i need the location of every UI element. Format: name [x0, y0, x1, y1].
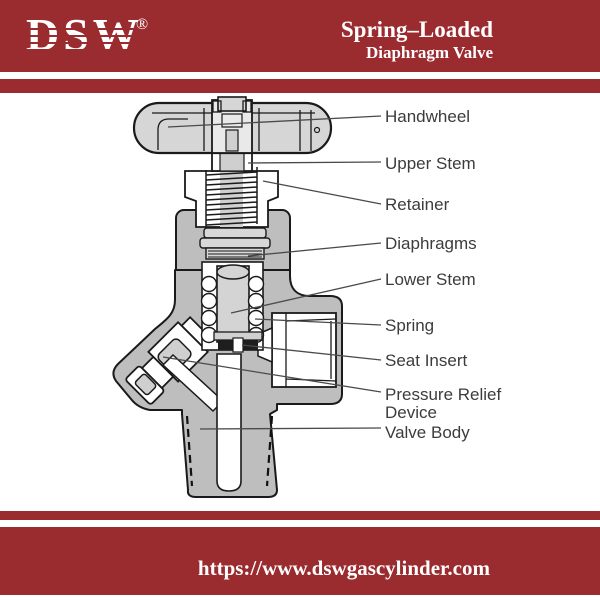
- inlet-thread-dashes: [185, 415, 274, 487]
- handwheel-drawing: [132, 96, 333, 155]
- leader-lines: [162, 115, 382, 430]
- logo-stripe: [22, 28, 134, 30]
- label-spring: Spring: [385, 316, 435, 335]
- label-valve-body: Valve Body: [385, 423, 470, 442]
- center-channel: [216, 353, 242, 492]
- seat-insert-drawing: [213, 331, 263, 353]
- header-title-line1: Spring–Loaded: [340, 17, 493, 42]
- header-title-line2: Diaphragm Valve: [365, 43, 493, 62]
- header-titles: Spring–Loaded Diaphragm Valve: [341, 17, 493, 63]
- logo-stripe: [22, 35, 134, 37]
- upper-stem-shank: [211, 148, 253, 172]
- footer-separator-bar: [0, 511, 600, 520]
- label-handwheel: Handwheel: [385, 107, 471, 126]
- outlet-port: [257, 312, 337, 388]
- label-upper-stem: Upper Stem: [385, 154, 476, 173]
- label-diaphragms: Diaphragms: [385, 234, 477, 253]
- logo-stripe: [22, 42, 134, 44]
- footer-band: [0, 527, 600, 595]
- website-url-link[interactable]: https://www.dswgascylinder.com: [197, 556, 490, 580]
- registered-trademark-icon: ®: [136, 16, 149, 33]
- diaphragm-stack: [199, 227, 271, 260]
- upper-stem-threads: [205, 167, 258, 227]
- logo-stripe: [22, 49, 134, 51]
- label-lower-stem: Lower Stem: [385, 270, 476, 289]
- label-retainer: Retainer: [385, 195, 450, 214]
- header-separator-bar: [0, 79, 600, 93]
- label-pressure-relief-device: Pressure Relief Device: [385, 385, 502, 422]
- label-seat-insert: Seat Insert: [385, 351, 468, 370]
